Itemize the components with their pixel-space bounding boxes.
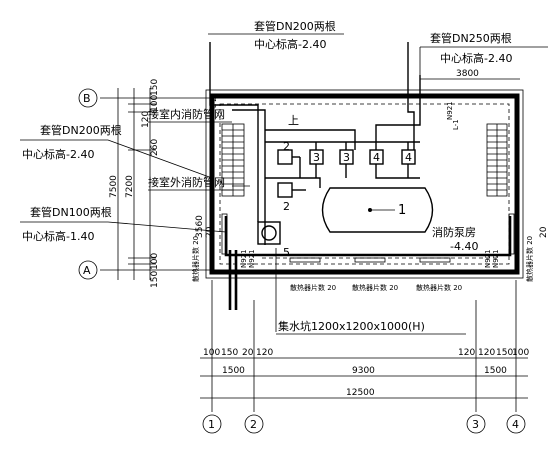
axis-a-label: A <box>83 264 91 277</box>
axis-b-label: B <box>83 92 91 105</box>
pipe-tag-right-b2: N921 <box>492 249 500 268</box>
dim-span-12500: 12500 <box>346 388 375 398</box>
stair-right <box>486 123 508 197</box>
annotation-left-dn100: 套管DN100两根 中心标高-1.40 <box>20 205 227 243</box>
elev-right: 中心标高-2.40 <box>440 51 512 65</box>
radiator-bottom-3: 散热器片数 20 <box>416 283 462 292</box>
sleeve-dn200-left: 套管DN200两根 <box>40 123 122 137</box>
pipe-tag-l1: L-1 <box>452 119 460 130</box>
pipe-tag-right-b1: N921 <box>484 249 492 268</box>
up-mark: 上 <box>288 114 299 127</box>
dim-left-7500: 7500 <box>109 175 119 198</box>
pump-2b-number: 2 <box>283 200 290 213</box>
dim-bot-100-right: 100 <box>512 348 529 358</box>
elev-top: 中心标高-2.40 <box>254 37 326 51</box>
radiator-bottom-1: 散热器片数 20 <box>290 283 336 292</box>
dim-span-1500-right: 1500 <box>484 366 507 376</box>
dim-left-100-top: 100 <box>150 95 160 112</box>
sleeve-dn250: 套管DN250两根 <box>430 31 512 45</box>
sleeve-dn200-top: 套管DN200两根 <box>254 19 336 33</box>
pump-2a-number: 2 <box>283 140 290 153</box>
building-walls <box>205 89 524 279</box>
dimension-left: 7500 7200 150 100 120 260 3560 100 150 <box>100 79 212 288</box>
dim-span-1500-left: 1500 <box>222 366 245 376</box>
axis-row-b: B <box>78 88 98 108</box>
radiator-left: 散热器片数 20 <box>191 236 200 282</box>
pump-4b-number: 4 <box>405 151 412 164</box>
pump-room-label: 消防泵房 <box>432 225 476 239</box>
water-tank: 1 <box>321 187 434 233</box>
axis-4-label: 4 <box>512 418 519 431</box>
piping <box>209 42 512 310</box>
pump-group-3: 3 3 <box>309 149 354 165</box>
dim-bot-150-left: 150 <box>221 348 238 358</box>
dim-bot-120-right: 120 <box>458 348 475 358</box>
dim-bot-20-left: 20 <box>242 348 254 358</box>
dim-left-150-bot: 150 <box>150 271 160 288</box>
pipe-tag-left-b1: N921 <box>240 249 248 268</box>
pump-3b-number: 3 <box>343 151 350 164</box>
radiator-right: 散热器片数 20 <box>525 236 534 282</box>
radiator-note-left: 20 <box>205 226 215 238</box>
axis-col-1: 1 <box>202 414 222 434</box>
dim-left-120-top: 120 <box>141 111 151 128</box>
axis-row-a: A <box>78 260 98 280</box>
dim-left-3560: 3560 <box>195 215 205 238</box>
annotation-top-right: 套管DN250两根 中心标高-2.40 3800 <box>419 31 548 80</box>
axis-col-4: 4 <box>506 414 526 434</box>
stair-left <box>221 123 245 197</box>
pump-room-elev: -4.40 <box>450 240 478 253</box>
dim-left-100-bot: 100 <box>150 253 160 270</box>
tank-number: 1 <box>398 203 406 218</box>
axis-2-label: 2 <box>250 418 257 431</box>
dim-left-260: 260 <box>150 139 160 156</box>
annotation-left-dn200: 套管DN200两根 中心标高-2.40 <box>20 123 213 179</box>
pipe-tag-top-right: N921 <box>446 101 454 120</box>
axis-3-label: 3 <box>472 418 479 431</box>
elev-left: 中心标高-2.40 <box>22 147 94 161</box>
sleeve-dn100: 套管DN100两根 <box>30 205 112 219</box>
indoor-fire-pipe-label: 接室内消防管网 <box>148 107 225 121</box>
radiators-symbols <box>221 213 515 263</box>
axis-col-3: 3 <box>466 414 486 434</box>
radiator-note-right: 20 <box>539 226 549 238</box>
pipe-tag-left-b2: N921 <box>248 249 256 268</box>
dim-bot-100-left: 100 <box>203 348 220 358</box>
pump-group-2: 2 2 <box>277 140 293 213</box>
dim-span-9300: 9300 <box>352 366 375 376</box>
dim-left-7200: 7200 <box>125 175 135 198</box>
pump-4a-number: 4 <box>373 151 380 164</box>
outdoor-fire-pipe-label: 接室外消防管网 <box>148 175 225 189</box>
sump-pump-number: 5 <box>283 246 290 259</box>
dim-bot-120-left: 120 <box>256 348 273 358</box>
sump-label: 集水坑1200x1200x1000(H) <box>278 319 425 333</box>
pump-group-4: 4 4 <box>369 149 416 165</box>
dimension-bottom: 100 150 20 120 120 120 150 100 1500 9300… <box>200 280 529 412</box>
elev-dn100: 中心标高-1.40 <box>22 229 94 243</box>
dim-3800: 3800 <box>456 69 479 79</box>
axis-col-2: 2 <box>244 414 264 434</box>
dim-bot-120b-right: 120 <box>478 348 495 358</box>
dim-left-150-top: 150 <box>150 79 160 96</box>
pump-3a-number: 3 <box>313 151 320 164</box>
sump-pit: 5 <box>257 221 290 259</box>
annotation-top-left: 套管DN200两根 中心标高-2.40 <box>208 19 344 51</box>
axis-1-label: 1 <box>208 418 215 431</box>
pipe-tag-l2: L-2 <box>210 97 218 108</box>
dim-bot-150-right: 150 <box>496 348 513 358</box>
radiator-bottom-2: 散热器片数 20 <box>352 283 398 292</box>
